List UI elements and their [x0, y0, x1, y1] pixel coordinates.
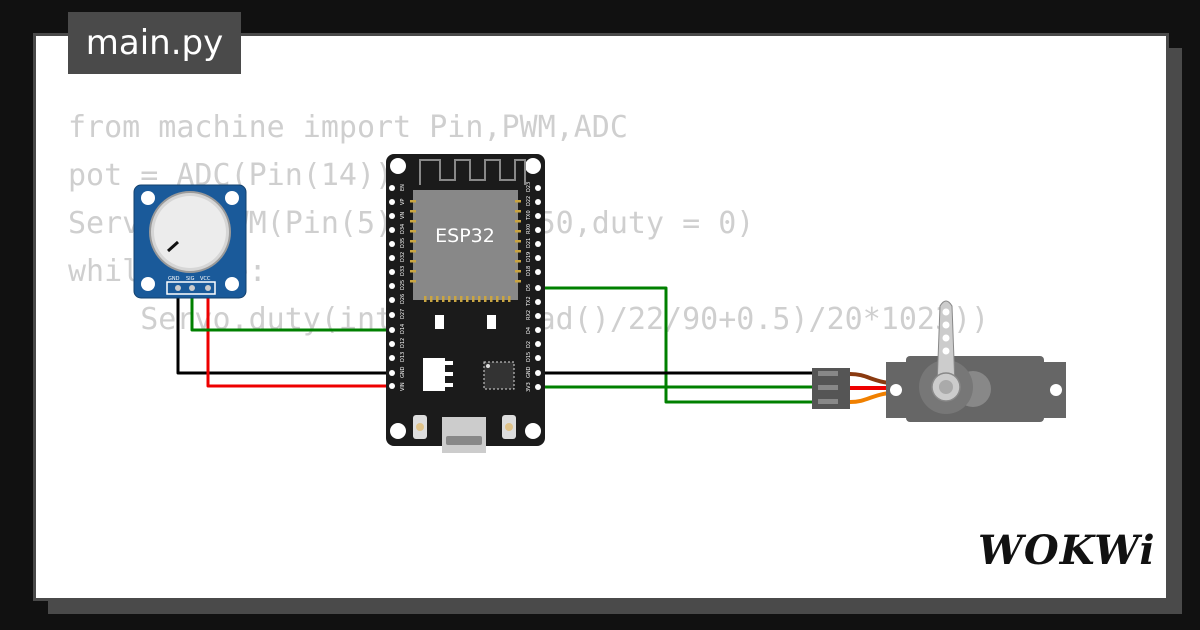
wokwi-logo: WOKWi	[978, 527, 1156, 574]
pin-label: GND	[526, 366, 532, 378]
wire-pot-gnd[interactable]	[176, 286, 394, 375]
pin-label: 3V3	[526, 382, 532, 392]
pin-label: VN	[400, 212, 406, 219]
servo-motor[interactable]	[812, 300, 1066, 422]
pin-label: EN	[400, 184, 406, 191]
pin-label: D2	[526, 341, 532, 348]
file-tab[interactable]: main.py	[68, 12, 241, 74]
pin-label: D32	[400, 252, 406, 262]
esp32-board[interactable]: ESP32	[386, 154, 545, 453]
pin-label: D15	[526, 352, 532, 362]
pin-label: D4	[526, 327, 532, 334]
simulator-canvas[interactable]	[33, 33, 1169, 601]
pin-label: RX2	[526, 310, 532, 320]
pot-pin-label: VCC	[200, 276, 211, 282]
pot-pin-label: SIG	[186, 276, 195, 282]
pin-label: D21	[526, 238, 532, 248]
pin-label: D26	[400, 294, 406, 304]
code-preview: from machine import Pin,PWM,ADC pot = AD…	[68, 104, 989, 344]
pin-label: D33	[400, 266, 406, 276]
wire-servo-pwm[interactable]	[536, 286, 817, 404]
wires	[176, 286, 817, 404]
pin-label: D23	[526, 182, 532, 192]
pin-label: VP	[400, 199, 406, 205]
pin-label: D13	[400, 352, 406, 362]
pin-label: D14	[400, 324, 406, 334]
esp32-label: ESP32	[435, 225, 495, 247]
usb-port	[442, 417, 486, 453]
left-header-pins	[389, 185, 395, 389]
pin-label: RX0	[526, 224, 532, 234]
pin-label: D27	[400, 309, 406, 319]
pin-label: D35	[400, 238, 406, 248]
pin-label: TX0	[526, 210, 532, 221]
pin-label: D12	[400, 338, 406, 348]
pin-label: D22	[526, 196, 532, 206]
pin-label: TX2	[526, 296, 532, 307]
pin-label: GND	[400, 366, 406, 378]
pin-label: VIN	[400, 382, 406, 391]
pin-label: D19	[526, 252, 532, 262]
pin-label: D5	[526, 284, 532, 291]
pin-label: D18	[526, 266, 532, 276]
potentiometer[interactable]: GND SIG VCC	[133, 184, 247, 299]
pin-label: D25	[400, 280, 406, 290]
left-pin-labels: EN VP VN D34 D35 D32 D33 D25 D26 D27 D14…	[400, 184, 406, 391]
esp32-module	[413, 190, 518, 300]
right-pin-labels: D23 D22 TX0 RX0 D21 D19 D18 D5 TX2 RX2 D…	[526, 182, 532, 392]
antenna-trace	[419, 159, 526, 185]
pot-knob-indicator	[166, 240, 180, 253]
wire-pot-vcc[interactable]	[206, 286, 394, 388]
code-line: from machine import Pin,PWM,ADC	[68, 110, 628, 145]
right-header-pins	[535, 185, 541, 390]
pin-label: D34	[400, 224, 406, 234]
servo-horn[interactable]	[936, 300, 956, 388]
wire-pot-sig[interactable]	[190, 286, 394, 332]
module-pads	[410, 200, 521, 302]
voltage-regulator	[423, 358, 445, 391]
pot-pin-label: GND	[168, 276, 180, 282]
